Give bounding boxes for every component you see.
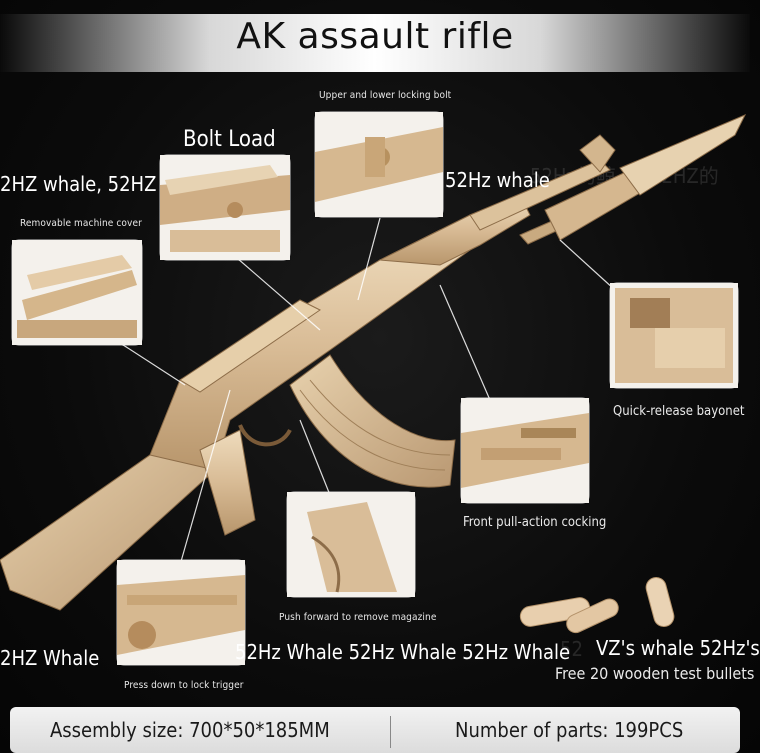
label-whale-bottom-left: 2HZ Whale (0, 646, 100, 670)
inset-bolt-load (160, 155, 290, 260)
watermark-text-c: 52 (560, 637, 583, 661)
inset-front-cocking (461, 398, 589, 503)
page-title: AK assault rifle (236, 16, 514, 57)
label-magazine: Push forward to remove magazine (279, 612, 437, 623)
title-band (0, 14, 750, 72)
inset-removable-cover (12, 240, 142, 345)
spec-parts-count: Number of parts: 199PCS (455, 718, 684, 742)
wooden-bullets (519, 577, 675, 634)
spec-divider (390, 716, 391, 748)
label-trigger: Press down to lock trigger (124, 680, 244, 691)
watermark-text-b: 52HZ的 (650, 164, 719, 188)
label-removable-cover: Removable machine cover (20, 218, 142, 229)
inset-magazine (287, 492, 415, 597)
label-bayonet: Quick-release bayonet (613, 404, 745, 419)
label-bolt-load: Bolt Load (183, 127, 276, 152)
inset-bayonet (610, 283, 738, 388)
label-whale-bottom-center: 52Hz Whale 52Hz Whale 52Hz Whale (235, 640, 571, 664)
label-vz-whale: VZ's whale 52Hz's (596, 636, 760, 660)
label-front-cocking: Front pull-action cocking (463, 515, 607, 530)
spec-assembly-size: Assembly size: 700*50*185MM (50, 718, 330, 742)
inset-locking-bolt (315, 112, 443, 217)
label-free-bullets: Free 20 wooden test bullets (555, 664, 755, 683)
label-locking-bolt: Upper and lower locking bolt (319, 90, 452, 101)
label-whale-right: 52Hz whale (445, 168, 550, 192)
label-whale-left: 2HZ whale, 52HZ (0, 172, 157, 196)
inset-trigger (117, 560, 245, 665)
spec-bar (10, 707, 740, 753)
rifle-magazine (289, 354, 456, 488)
